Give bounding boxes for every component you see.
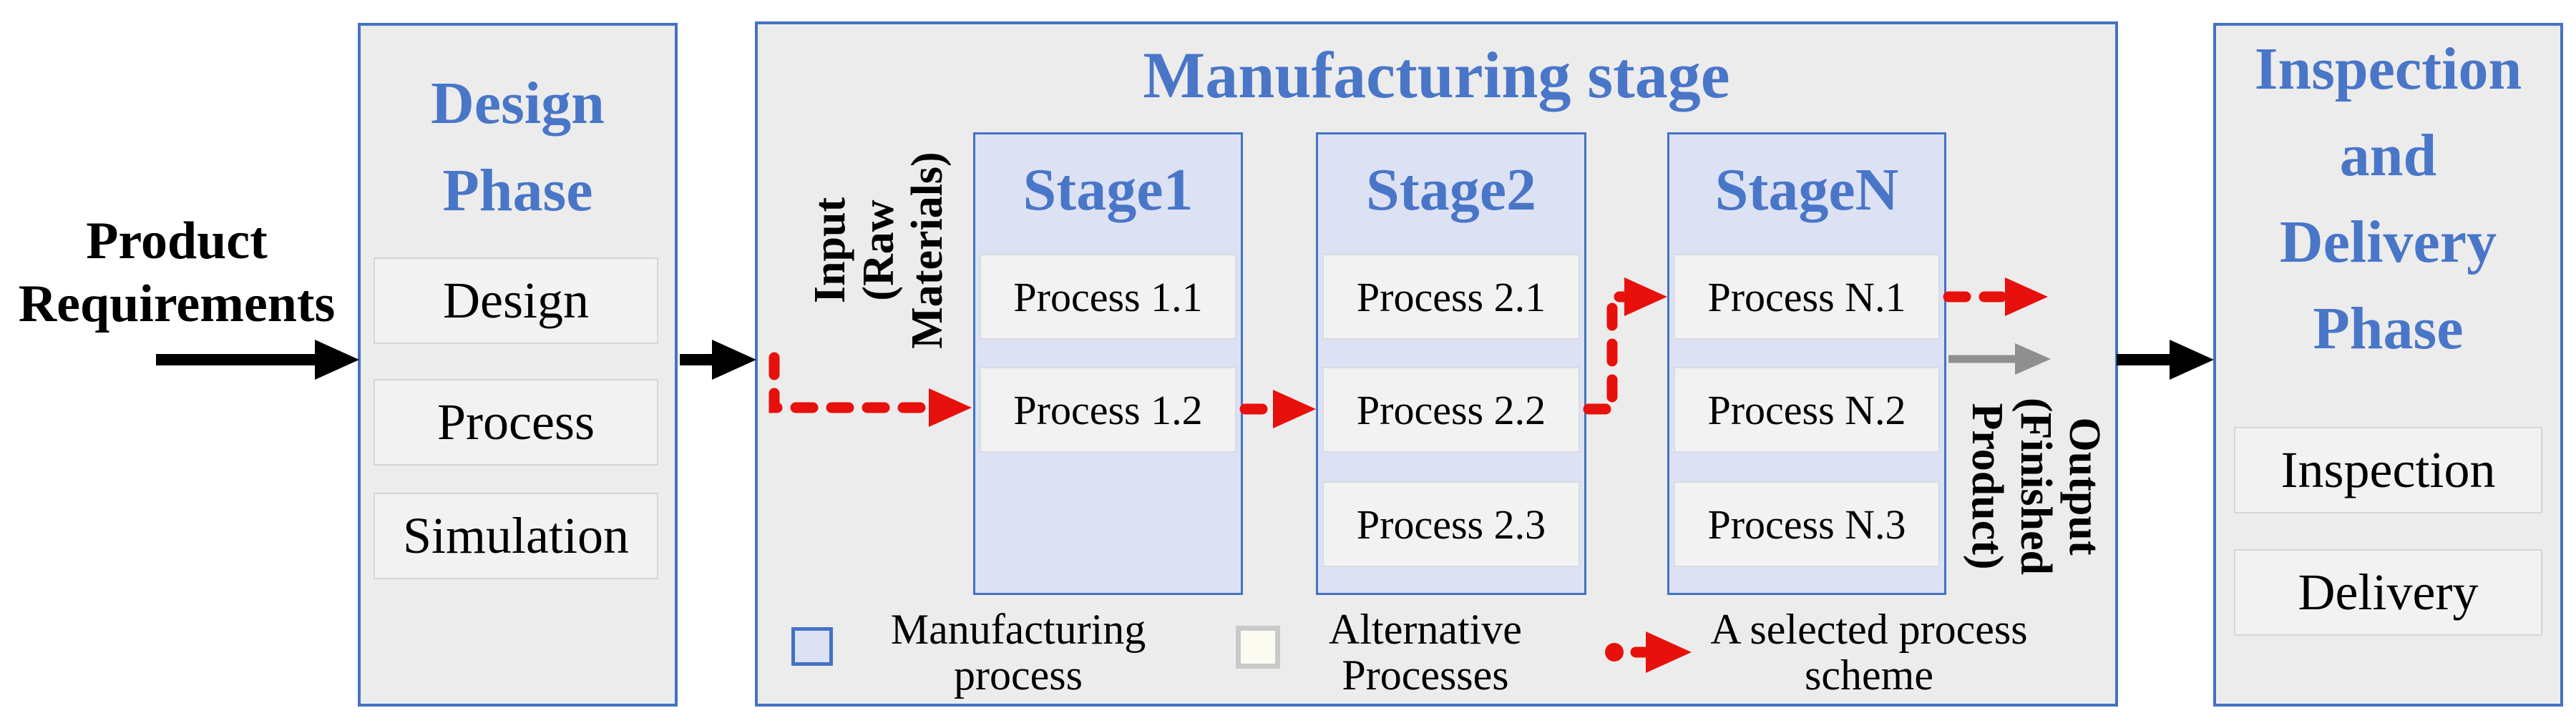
product-requirements-label: Product Requirements — [4, 210, 350, 335]
legend-alternative-line2: Processes — [1342, 651, 1509, 699]
inspection-item-label: Inspection — [2280, 441, 2496, 498]
inspection-title-line3: Delivery — [2279, 209, 2497, 275]
manufacturing-stage-title: Manufacturing stage — [1143, 39, 1730, 112]
process-1-2-label: Process 1.2 — [1013, 386, 1203, 433]
product-requirements-line2: Requirements — [18, 275, 336, 333]
input-raw-materials-label: Input (Raw Materials) — [806, 152, 952, 348]
design-item-simulation: Simulation — [374, 493, 658, 579]
delivery-item: Delivery — [2234, 549, 2542, 636]
inspection-title-line4: Phase — [2313, 295, 2464, 362]
legend-alternative-processes-label: Alternative Processes — [1254, 606, 1597, 698]
process-box-1-1: Process 1.1 — [980, 254, 1236, 340]
stage2-title: Stage2 — [1366, 157, 1536, 223]
process-N-3-label: Process N.3 — [1707, 501, 1906, 548]
process-box-2-2: Process 2.2 — [1322, 367, 1580, 453]
output-label-line3: Product) — [1963, 403, 2011, 570]
inspection-title-line1: Inspection — [2254, 36, 2522, 102]
inspection-title-line2: and — [2339, 122, 2437, 189]
process-box-2-3: Process 2.3 — [1322, 481, 1580, 567]
input-label-line1: Input — [806, 197, 854, 304]
design-item-process: Process — [374, 379, 658, 466]
black-arrow-manufacturing-to-inspection — [2117, 340, 2214, 380]
legend-selected-scheme-label: A selected process scheme — [1660, 606, 2078, 698]
process-2-3-label: Process 2.3 — [1356, 501, 1546, 548]
product-requirements-line1: Product — [86, 212, 268, 270]
legend-manufacturing-line1: Manufacturing — [890, 606, 1146, 653]
process-box-N-3: Process N.3 — [1674, 481, 1940, 567]
process-box-1-2: Process 1.2 — [980, 367, 1236, 453]
legend-alternative-processes-swatch — [1236, 626, 1280, 669]
process-box-N-1: Process N.1 — [1674, 254, 1940, 340]
stageN-title: StageN — [1714, 157, 1899, 223]
input-label-line2: (Raw — [854, 200, 903, 301]
process-2-1-label: Process 2.1 — [1356, 273, 1546, 320]
stage2-panel: Stage2 Process 2.1 Process 2.2 Process 2… — [1316, 132, 1586, 595]
process-N-2-label: Process N.2 — [1707, 386, 1906, 433]
process-box-2-1: Process 2.1 — [1322, 254, 1580, 340]
input-label-line3: Materials) — [903, 152, 952, 349]
legend-manufacturing-process-label: Manufacturing process — [847, 606, 1190, 698]
legend-alternative-line1: Alternative — [1329, 606, 1522, 653]
process-2-2-label: Process 2.2 — [1356, 386, 1546, 433]
design-item-design: Design — [374, 257, 658, 344]
output-finished-product-label: Output (Finished Product) — [1963, 398, 2109, 575]
legend-manufacturing-line2: process — [954, 651, 1083, 699]
process-N-1-label: Process N.1 — [1707, 273, 1906, 320]
stage1-panel: Stage1 Process 1.1 Process 1.2 — [973, 132, 1243, 595]
process-1-1-label: Process 1.1 — [1013, 273, 1203, 320]
stageN-panel: StageN Process N.1 Process N.2 Process N… — [1667, 132, 1946, 595]
design-phase-title-line2: Phase — [442, 157, 593, 224]
legend-selected-line1: A selected process — [1710, 606, 2028, 653]
design-item-simulation-label: Simulation — [402, 507, 630, 564]
process-box-N-2: Process N.2 — [1674, 367, 1940, 453]
design-item-process-label: Process — [437, 393, 595, 451]
legend-selected-line2: scheme — [1805, 651, 1933, 699]
legend-manufacturing-process-swatch — [791, 627, 833, 666]
black-arrow-design-to-manufacturing — [680, 340, 756, 380]
inspection-item: Inspection — [2234, 427, 2542, 513]
output-label-line1: Output — [2060, 417, 2109, 556]
design-phase-title-line1: Design — [431, 70, 605, 137]
design-phase-panel: Design Phase Design Process Simulation — [358, 23, 678, 707]
delivery-item-label: Delivery — [2298, 564, 2479, 621]
design-phase-title: Design Phase — [361, 60, 675, 235]
design-item-design-label: Design — [443, 272, 589, 329]
output-label-line2: (Finished — [2011, 397, 2060, 576]
stage1-title: Stage1 — [1023, 157, 1194, 223]
inspection-delivery-panel: Inspection and Delivery Phase Inspection… — [2213, 23, 2563, 707]
inspection-delivery-title: Inspection and Delivery Phase — [2216, 26, 2560, 372]
black-arrow-requirements-to-design — [156, 340, 359, 380]
